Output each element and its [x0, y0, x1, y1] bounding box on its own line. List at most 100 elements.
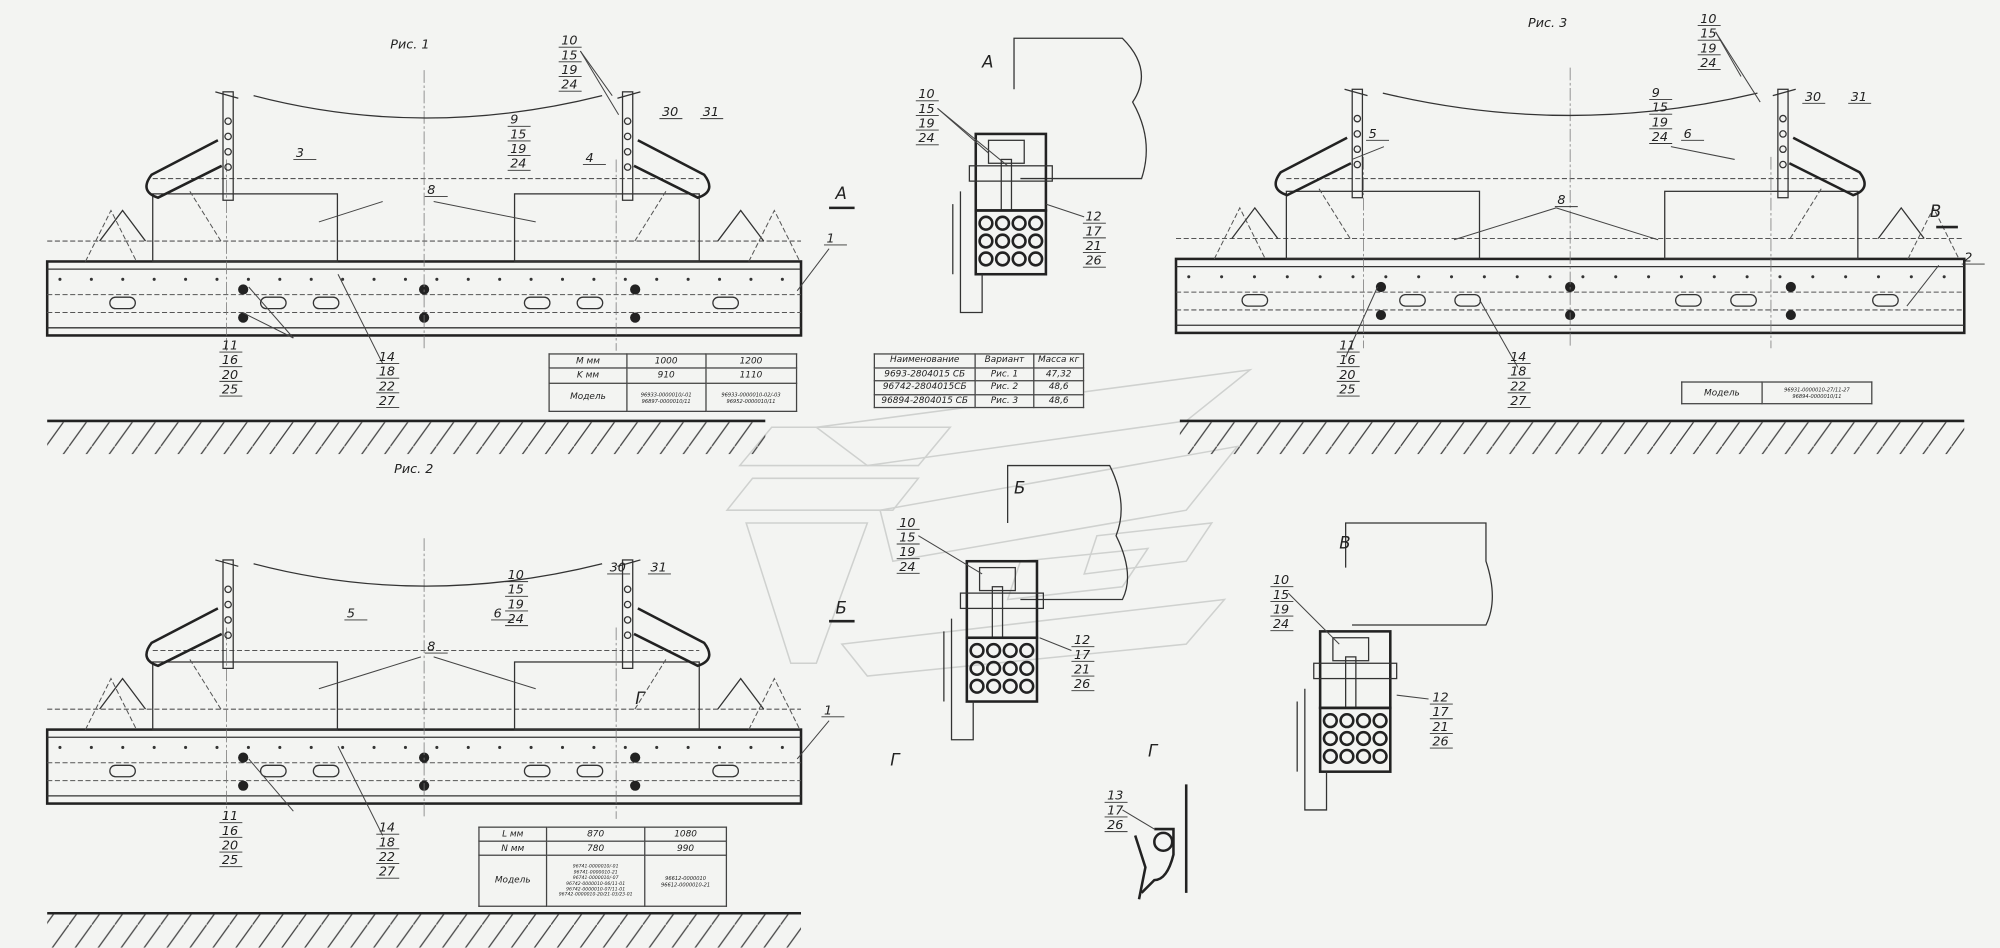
callout-f2-6: 6: [491, 606, 515, 621]
step-hole: [1028, 251, 1044, 267]
cab-outline: [1344, 88, 1796, 117]
callout-number: 31: [703, 105, 719, 120]
rail-slot: [109, 296, 136, 310]
table-cell: 1200: [704, 353, 798, 369]
leader-line: [248, 758, 294, 812]
callout-number: Б: [1014, 479, 1025, 498]
callout-number: 14: [1510, 350, 1526, 365]
callout-number: 18: [379, 835, 395, 850]
callout-number: 8: [427, 183, 435, 198]
callout-number: 3: [296, 146, 304, 161]
callout-number: 17: [1107, 803, 1123, 818]
step-hole: [985, 678, 1002, 694]
leader-line: [1555, 207, 1659, 241]
callout-f1-1: 1: [823, 231, 847, 246]
rail-slot: [259, 764, 287, 778]
callout-number: 15: [561, 48, 577, 63]
callout-number: Г: [1148, 741, 1159, 760]
rail-bolt: [238, 752, 249, 763]
callout-number: 25: [222, 382, 238, 397]
step-bracket: [952, 191, 983, 314]
step-hole: [994, 233, 1011, 249]
step-hole: [1355, 748, 1372, 765]
support-block: [513, 193, 700, 263]
callout-f3-30: 30: [1802, 90, 1826, 105]
step-hole: [985, 642, 1002, 659]
step-bracket: [1296, 688, 1328, 811]
callout-number: 12: [1074, 633, 1090, 648]
callout-number: 18: [379, 365, 395, 380]
leader-line: [1715, 31, 1761, 103]
leader-line: [1122, 809, 1155, 830]
table-header-cell: L мм: [478, 826, 548, 842]
step-hole: [1011, 215, 1027, 231]
rail-bolt: [630, 284, 641, 295]
step-plate: [1318, 706, 1392, 773]
clamp: [987, 139, 1025, 164]
cab-corner-outline: [1013, 37, 1147, 180]
rail-bolt: [1375, 309, 1387, 321]
table-header-cell: K мм: [548, 367, 628, 384]
rail-slot: [523, 296, 551, 310]
table-cell: 48,6: [1033, 380, 1085, 395]
callout-number: 24: [508, 612, 524, 627]
rail-slot: [576, 296, 604, 310]
bracket: [1877, 206, 1925, 239]
step-hole: [1028, 215, 1044, 231]
callout-number: 25: [1339, 382, 1355, 397]
step-bracket: [1777, 88, 1789, 199]
step-hole: [1372, 713, 1388, 729]
callout-number: В: [1930, 202, 1941, 221]
callout-number: 15: [1273, 588, 1289, 603]
callout-number: 10: [1700, 12, 1716, 27]
step-hole: [1339, 730, 1355, 747]
ground-hatching: [47, 419, 1965, 948]
step-hole: [1019, 660, 1035, 677]
callout-number: 31: [1851, 90, 1867, 105]
leader-line: [337, 274, 384, 364]
detail-V: [1296, 522, 1493, 811]
callout-f1-4: 4: [582, 151, 606, 166]
rail-slot: [312, 764, 340, 778]
rail-bolt: [238, 312, 249, 323]
callout-f1-8: 8: [424, 183, 448, 198]
table-cell: 96933-0000010-02/-03 96952-0000010/11: [704, 382, 798, 412]
callout-number: 15: [899, 530, 915, 545]
leader-line: [937, 108, 1008, 167]
bracket: [717, 209, 765, 242]
mudguard-right: [633, 607, 711, 668]
rail-bolt: [238, 284, 249, 295]
cab-outline: [215, 91, 641, 119]
step-bracket: [943, 618, 974, 741]
rail-slot: [312, 296, 340, 310]
background-watermark: [725, 368, 1253, 677]
support-block: [1664, 190, 1859, 260]
callout-number: 11: [222, 338, 238, 353]
callout-number: 19: [1700, 41, 1716, 56]
callout-number: А: [834, 184, 846, 203]
table-cell: 96742-2804015СБ: [873, 380, 976, 395]
step-bracket: [222, 559, 234, 669]
table-header-cell: Наименование: [873, 353, 976, 368]
callout-f2-30: 30: [607, 560, 631, 575]
rail-bolt: [1785, 309, 1796, 321]
rail-slot: [1872, 294, 1899, 307]
callout-number: 27: [379, 865, 395, 880]
callout-number: 18: [1510, 365, 1526, 380]
detail-G: [1133, 784, 1188, 900]
table-cell: Рис. 3: [974, 393, 1035, 409]
bracket: [717, 677, 765, 710]
callout-f1-a: А: [834, 184, 846, 203]
callout-number: 10: [561, 34, 577, 49]
rail-slot: [712, 296, 740, 310]
callout-number: Г: [635, 689, 646, 708]
callout-number: 9: [510, 113, 518, 128]
callout-f3-6: 6: [1681, 127, 1705, 142]
